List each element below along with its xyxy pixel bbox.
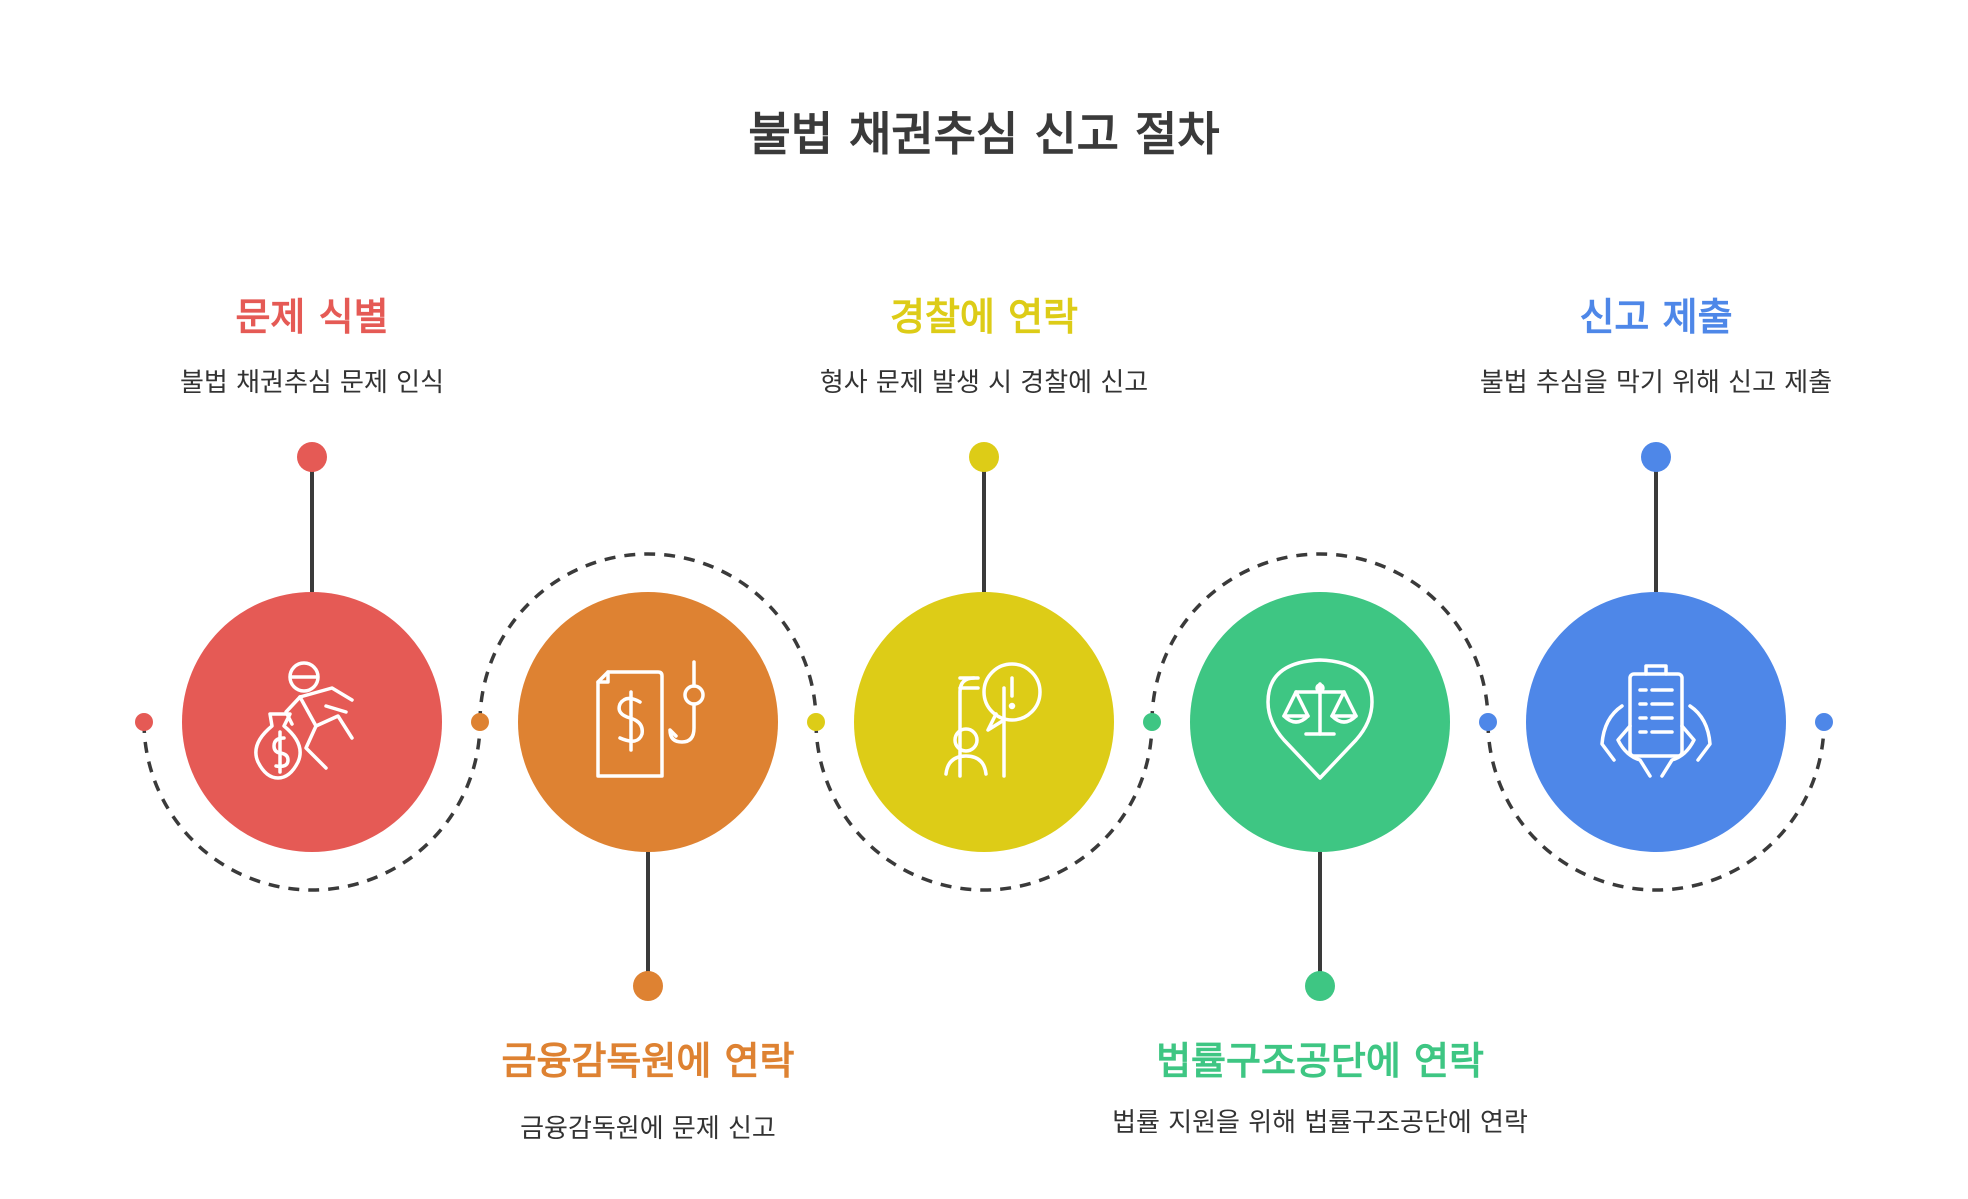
pin-dot-1	[297, 442, 327, 472]
step-5-description: 불법 추심을 막기 위해 신고 제출	[1479, 368, 1833, 398]
pin-dot-2	[633, 971, 663, 1001]
pin-dot-3	[969, 442, 999, 472]
document-dollar-hook-icon	[596, 660, 705, 778]
phone-alert-person-icon	[944, 662, 1042, 778]
step-circle-5	[1526, 592, 1786, 852]
step-5-title: 신고 제출	[1579, 295, 1733, 339]
thief-money-bag-icon	[254, 661, 354, 780]
pin-dot-4	[1305, 971, 1335, 1001]
connector-arc-1	[142, 721, 482, 892]
step-3-title: 경찰에 연락	[889, 295, 1079, 339]
junction-dot-2	[471, 713, 489, 731]
connector-arc-5	[1486, 721, 1826, 892]
step-circle-2	[518, 592, 778, 852]
step-2-description: 금융감독원에 문제 신고	[520, 1114, 776, 1144]
junction-dot-3	[807, 713, 825, 731]
page-title: 불법 채권추심 신고 절차	[748, 107, 1220, 161]
junction-dot-1	[135, 713, 153, 731]
connector-arc-2	[478, 552, 818, 723]
junction-dot-4	[1143, 713, 1161, 731]
step-circle-3	[854, 592, 1114, 852]
step-4-title: 법률구조공단에 연락	[1156, 1039, 1484, 1083]
connector-arc-4	[1150, 552, 1490, 723]
clipboard-hands-icon	[1600, 664, 1712, 778]
junction-dot-6	[1815, 713, 1833, 731]
step-1-description: 불법 채권추심 문제 인식	[180, 368, 444, 398]
step-1-title: 문제 식별	[235, 295, 389, 339]
step-4-description: 법률 지원을 위해 법률구조공단에 연락	[1112, 1108, 1528, 1138]
scales-location-icon	[1266, 658, 1374, 780]
step-3-description: 형사 문제 발생 시 경찰에 신고	[819, 368, 1149, 398]
pin-dot-5	[1641, 442, 1671, 472]
connector-arc-3	[814, 721, 1154, 892]
junction-dot-5	[1479, 713, 1497, 731]
connector-arcs	[142, 552, 1826, 892]
step-2-title: 금융감독원에 연락	[501, 1039, 795, 1083]
